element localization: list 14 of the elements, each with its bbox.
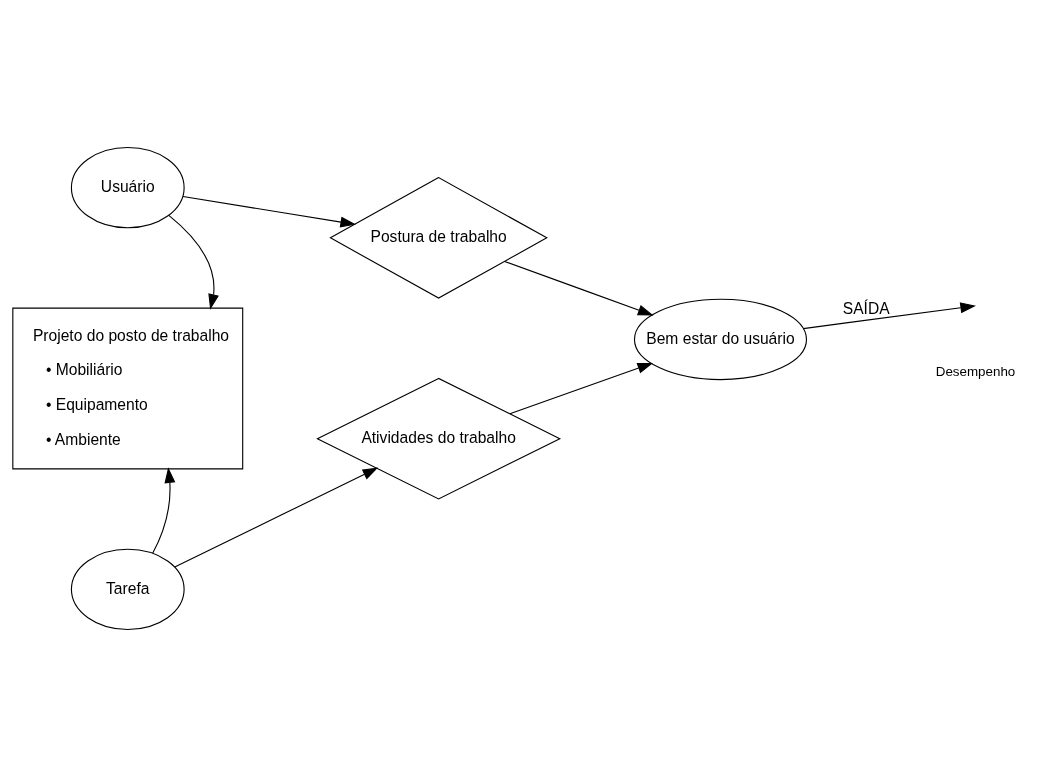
arrow <box>509 362 654 414</box>
node-ellipse: Usuário <box>70 146 185 228</box>
arrow <box>174 467 379 568</box>
arrow <box>152 466 176 554</box>
node-ellipse: Tarefa <box>70 548 185 630</box>
node-diamond: Atividades do trabalho <box>316 377 562 500</box>
node-box: Projeto do posto de trabalho • Mobiliário • Equipamento • Ambiente <box>12 307 244 469</box>
label: Desempenho <box>935 363 1016 379</box>
node-diamond: Postura de trabalho <box>329 176 548 299</box>
arrow <box>182 195 356 227</box>
arrow <box>504 260 654 315</box>
arrow <box>802 301 976 329</box>
arrow <box>168 214 219 310</box>
edge-label: SAÍDA <box>842 299 890 317</box>
